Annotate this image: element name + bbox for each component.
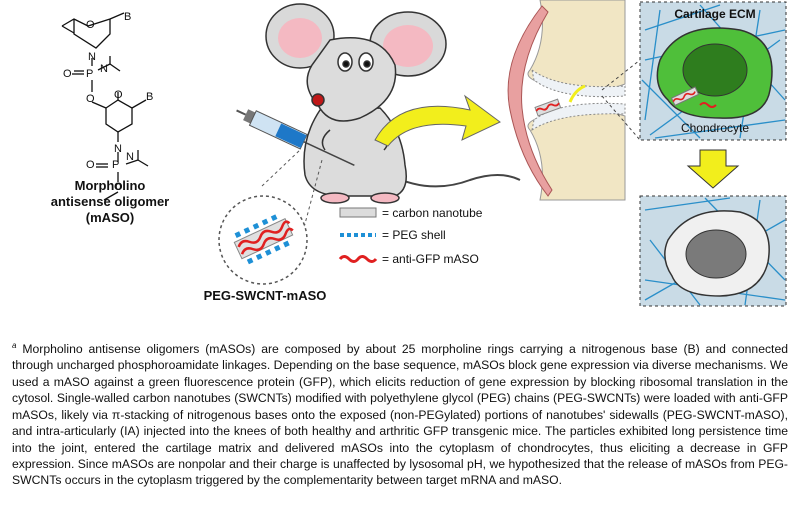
chondrocyte-label: Chondrocyte [680, 121, 750, 135]
atom-n-4: N [126, 151, 134, 163]
cartilage-label: Cartilage ECM [674, 7, 756, 21]
particle-magnifier [218, 149, 323, 285]
atom-o-5: O [86, 159, 95, 171]
figure-caption: a Morpholino antisense oligomers (mASOs)… [12, 338, 788, 489]
caption-text: Morpholino antisense oligomers (mASOs) a… [12, 342, 789, 488]
atom-base-2: B [146, 91, 153, 103]
atom-o-1: O [86, 19, 95, 31]
legend-nanotube-swatch [339, 207, 377, 218]
delivery-arrow [374, 94, 501, 147]
legend-symbols [338, 207, 378, 263]
atom-o-6: O [114, 181, 123, 193]
cartilage-panel [639, 1, 787, 141]
atom-labels: B O N O P N O O B N O P N O [63, 11, 153, 193]
atom-base-1: B [124, 11, 131, 23]
legend-peg-label: = PEG shell [382, 228, 446, 242]
atom-p-2: P [112, 159, 119, 171]
atom-n-1: N [88, 51, 96, 63]
atom-o-2: O [63, 68, 72, 80]
knee-joint [507, 0, 641, 201]
atom-o-3: O [86, 93, 95, 105]
mouse-illustration [265, 3, 521, 204]
molecule-name-line3: (mASO) [85, 210, 135, 225]
particle-label: PEG-SWCNT-mASO [203, 288, 327, 303]
result-panel [639, 195, 787, 307]
legend-nanotube-label: = carbon nanotube [382, 206, 483, 220]
atom-n-2: N [100, 63, 108, 75]
molecule-name-line2: antisense oligomer [50, 194, 170, 209]
down-arrow [686, 149, 740, 189]
molecule-name-line1: Morpholino [74, 178, 146, 193]
atom-p-1: P [86, 68, 93, 80]
caption-marker: a [12, 341, 17, 350]
molecule-name: Morpholino antisense oligomer (mASO) [40, 178, 180, 226]
legend-maso-swatch [338, 255, 378, 263]
legend-maso-label: = anti-GFP mASO [382, 252, 479, 266]
morpholino-structure [61, 12, 149, 201]
atom-n-3: N [114, 143, 122, 155]
atom-o-4: O [114, 89, 123, 101]
syringe [236, 109, 355, 167]
